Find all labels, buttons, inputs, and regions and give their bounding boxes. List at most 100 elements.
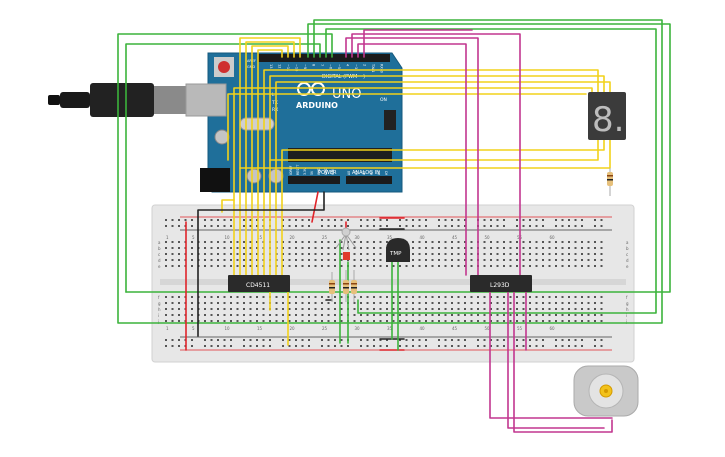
power-pin-label: 5V xyxy=(310,170,314,175)
breadboard-column-number: 30 xyxy=(355,326,361,331)
arduino-uno-board[interactable]: ARDUINO UNO DIGITAL (PWM ~) POWER ANALOG… xyxy=(48,52,403,193)
resistor[interactable] xyxy=(351,270,357,302)
digital-header-label: DIGITAL (PWM ~) xyxy=(322,74,365,80)
rx-led-label: RX xyxy=(272,107,278,113)
breadboard-row-letter: f xyxy=(626,295,628,300)
l-led-label: L xyxy=(272,92,275,98)
wire-magenta[interactable] xyxy=(513,291,613,433)
breadboard-row-letter: e xyxy=(626,264,629,269)
wire-yellow[interactable] xyxy=(269,75,605,276)
breadboard-column-number: 15 xyxy=(257,326,263,331)
wire-green[interactable] xyxy=(117,19,663,324)
wire-magenta[interactable] xyxy=(357,43,467,276)
power-pin-label: RESET xyxy=(296,165,300,175)
power-jack xyxy=(200,168,230,192)
wire-yellow[interactable] xyxy=(257,49,283,276)
breadboard-row-letter: d xyxy=(158,258,161,263)
breadboard-row-letter: j xyxy=(157,319,159,324)
analog-header-label: ANALOG IN xyxy=(352,170,380,176)
digital-pin-label: 12 xyxy=(278,64,282,68)
breadboard-row-letter: h xyxy=(158,307,161,312)
wire-yellow[interactable] xyxy=(221,199,235,213)
wire-yellow[interactable] xyxy=(251,45,289,276)
breadboard-column-number: 1 xyxy=(166,235,169,240)
breadboard-column-number: 45 xyxy=(452,326,458,331)
analog-pin-label: A1 xyxy=(355,171,359,175)
breadboard-column-number: 40 xyxy=(420,326,426,331)
breadboard-row-letter: f xyxy=(158,295,160,300)
breadboard-row-letter: i xyxy=(626,313,627,318)
wire-magenta[interactable] xyxy=(345,37,479,276)
digital-header[interactable] xyxy=(258,54,390,62)
analog-pin-label: A4 xyxy=(377,171,381,175)
analog-pin-label: A2 xyxy=(362,171,366,175)
usb-cable[interactable] xyxy=(48,95,60,105)
wire-magenta[interactable] xyxy=(363,29,473,58)
breadboard-column-number: 60 xyxy=(550,235,556,240)
breadboard-column-number: 55 xyxy=(517,326,523,331)
wire-magenta[interactable] xyxy=(489,291,613,419)
breadboard-column-number: 40 xyxy=(420,235,426,240)
rgb-led[interactable] xyxy=(335,227,357,260)
wire-black[interactable] xyxy=(197,191,325,337)
power-pin-label: GND xyxy=(324,167,328,175)
breadboard-column-number: 5 xyxy=(192,235,195,240)
power-pin-label: IOREF xyxy=(289,165,293,175)
breadboard-column-number: 50 xyxy=(485,326,491,331)
resistor[interactable] xyxy=(329,272,335,302)
wire-yellow[interactable] xyxy=(239,37,301,276)
wire-green[interactable] xyxy=(325,28,657,314)
breadboard-column-number: 30 xyxy=(355,235,361,240)
resistor[interactable] xyxy=(343,270,349,302)
arduino-brand-label: ARDUINO xyxy=(296,101,338,110)
reset-button[interactable] xyxy=(218,61,230,73)
breadboard-row-letter: c xyxy=(626,252,628,257)
digital-pin-label: 13 xyxy=(269,64,273,68)
breadboard-row-letter: a xyxy=(158,240,161,245)
wire-yellow[interactable] xyxy=(275,81,611,276)
digital-pin-label: ~9 xyxy=(303,64,307,69)
digital-pin-label: ~11 xyxy=(286,64,290,71)
analog-header[interactable] xyxy=(346,176,392,184)
digital-pin-label: ~10 xyxy=(295,64,299,71)
wire-yellow[interactable] xyxy=(281,139,605,276)
breadboard-column-numbers: 1155101015152020252530303535404045455050… xyxy=(166,235,555,331)
wire-magenta[interactable] xyxy=(507,291,605,429)
wire-yellow[interactable] xyxy=(269,139,599,161)
digital-pin-label: ~6 xyxy=(329,64,333,69)
breadboard-column-number: 50 xyxy=(485,235,491,240)
breadboard-column-number: 25 xyxy=(322,235,328,240)
seven-segment-display[interactable]: 8. xyxy=(588,92,626,140)
temperature-sensor[interactable]: TMP xyxy=(386,238,410,262)
driver-chip-label: L293D xyxy=(490,282,510,289)
digital-pin-label: ~3 xyxy=(354,64,358,69)
digital-pin-label: 8 xyxy=(312,64,316,66)
breadboard-column-number: 10 xyxy=(225,235,231,240)
breadboard-row-letter: b xyxy=(626,246,629,251)
wire-yellow[interactable] xyxy=(245,41,295,276)
wire-magenta[interactable] xyxy=(351,33,521,276)
decoder-chip[interactable]: CD4511 xyxy=(228,275,290,292)
tx-led-label: TX xyxy=(271,100,278,106)
dc-motor[interactable] xyxy=(573,365,639,417)
wire-green[interactable] xyxy=(125,43,321,293)
power-pin-label: VIN xyxy=(331,169,335,175)
breadboard-row-letter: b xyxy=(158,246,161,251)
wire-yellow[interactable] xyxy=(263,69,599,276)
digital-pin-label: 4 xyxy=(346,64,350,67)
breadboard-column-number: 20 xyxy=(290,326,296,331)
resistor[interactable] xyxy=(607,168,613,196)
breadboard-column-number: 25 xyxy=(322,326,328,331)
wire-red[interactable] xyxy=(311,191,319,223)
on-led-label: ON xyxy=(380,97,387,103)
analog-pin-label: A5 xyxy=(385,171,389,175)
power-header[interactable] xyxy=(288,176,340,184)
breadboard-column-number: 1 xyxy=(166,326,169,331)
breadboard-column-number: 15 xyxy=(257,235,263,240)
breadboard-row-letter: h xyxy=(626,307,629,312)
decoder-chip-label: CD4511 xyxy=(246,282,270,289)
breadboard-column-number: 10 xyxy=(225,326,231,331)
driver-chip[interactable]: L293D xyxy=(470,275,532,292)
